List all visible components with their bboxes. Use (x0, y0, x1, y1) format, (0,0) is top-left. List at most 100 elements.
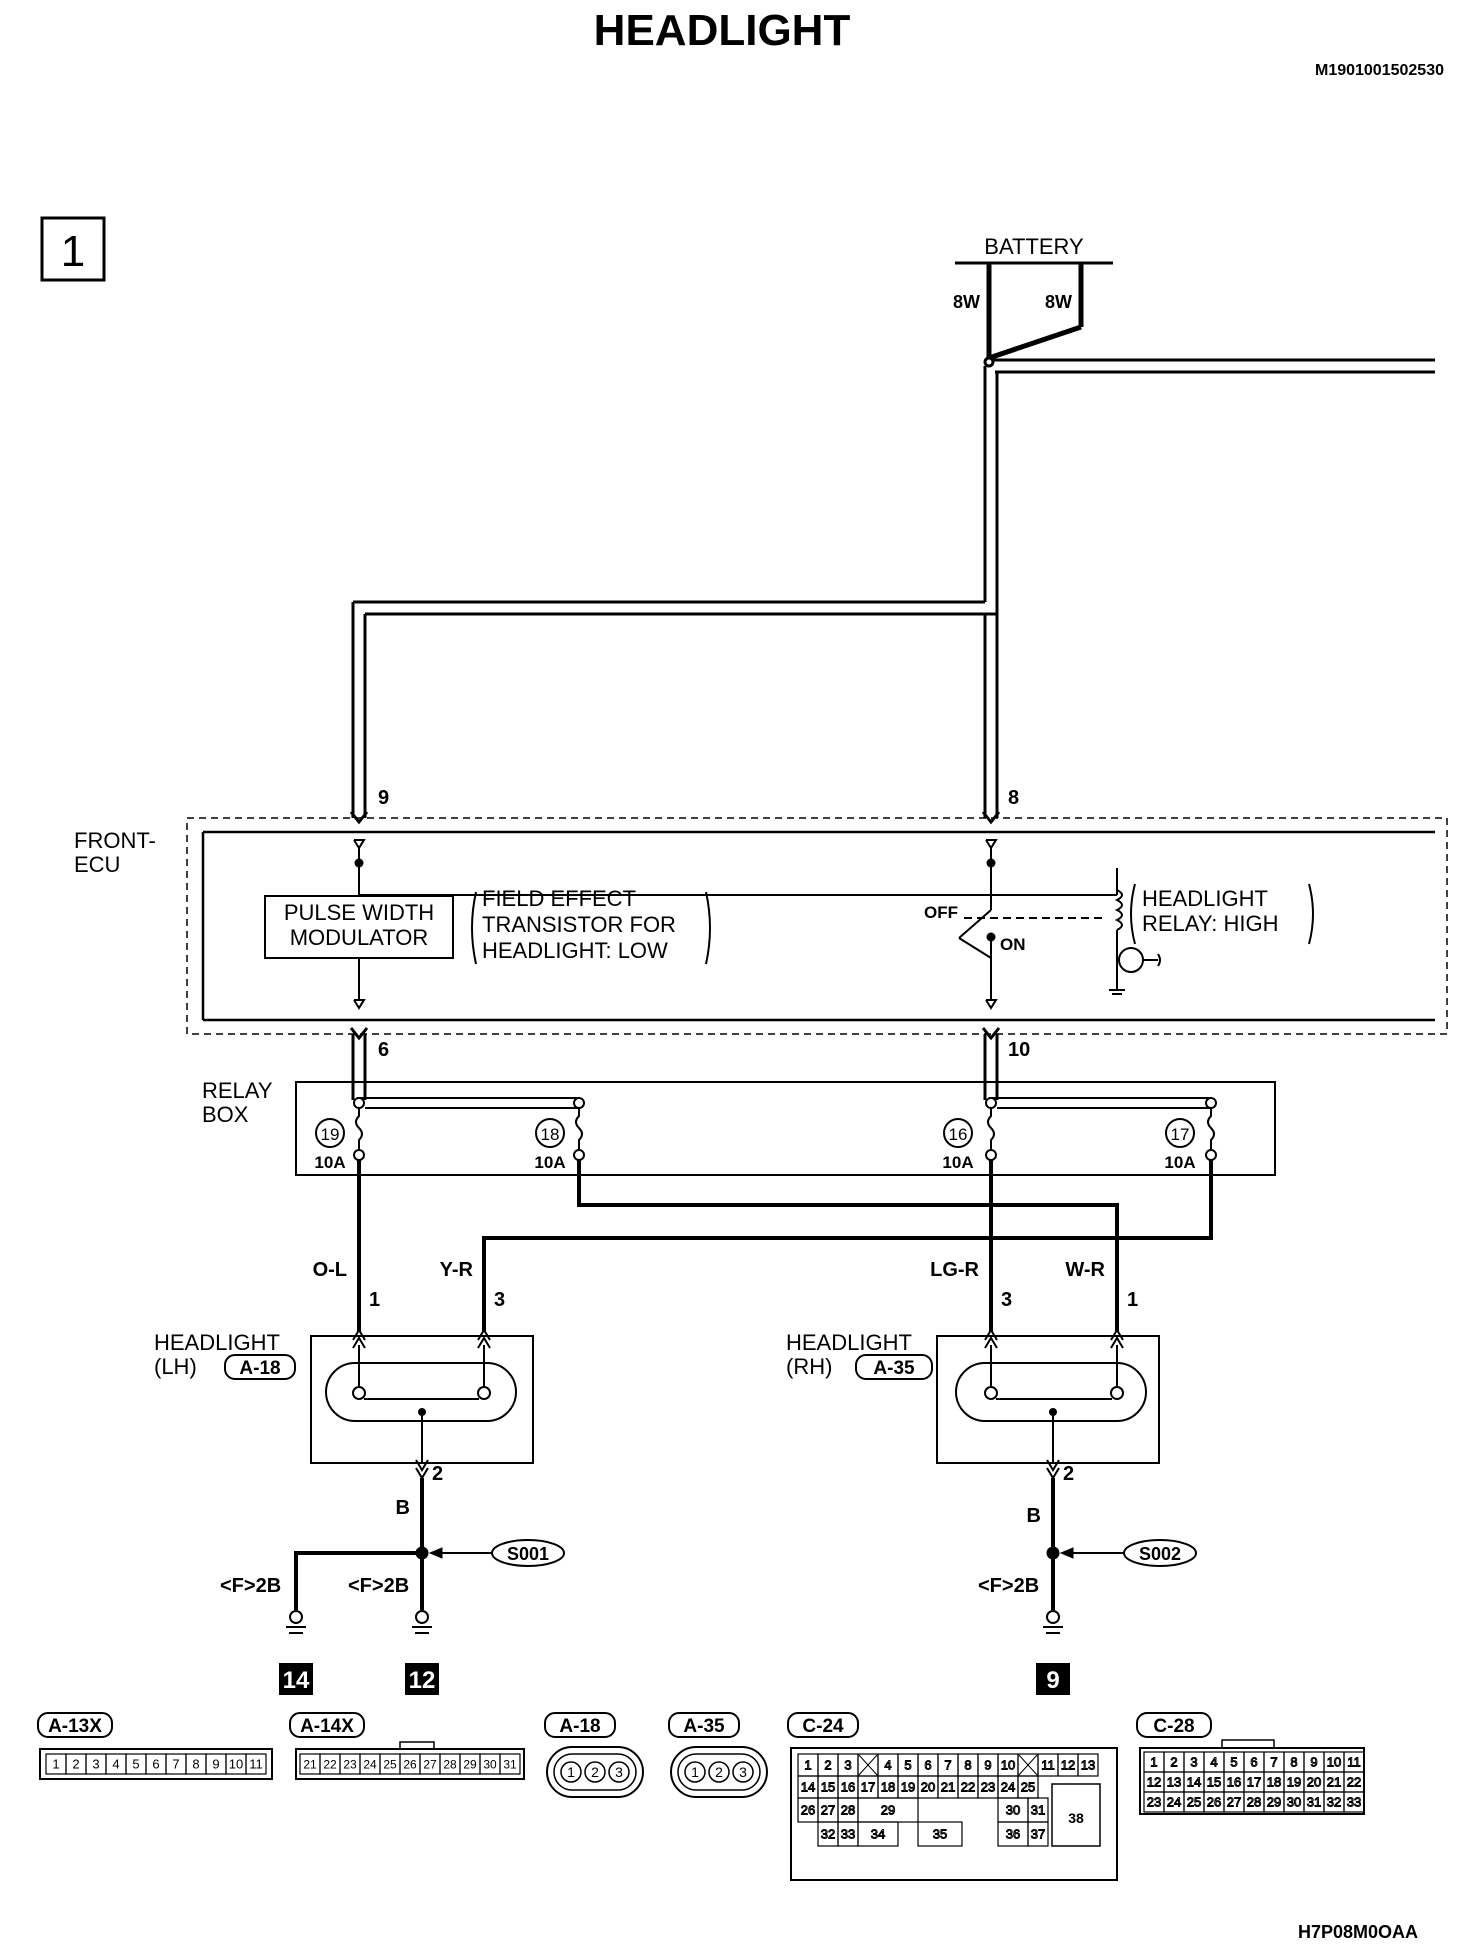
a13x-pin-7: 7 (165, 1753, 187, 1775)
c24-pin-10: 10 (997, 1753, 1019, 1777)
fuse-18-rating: 10A (534, 1153, 565, 1172)
c28-pin-21-label: 21 (1327, 1775, 1341, 1790)
connector-a18-label: A-18 (559, 1716, 600, 1737)
a14x-pin-24-label: 24 (363, 1757, 377, 1771)
c24-pin-36-label: 36 (1006, 1827, 1020, 1842)
c24-pin-1-label: 1 (804, 1758, 811, 1773)
c28-pin-20: 20 (1303, 1771, 1325, 1793)
c24-pin-23: 23 (977, 1775, 999, 1799)
splice-s002-label: S002 (1139, 1544, 1181, 1564)
a13x-pin-5: 5 (125, 1753, 147, 1775)
connector-tags (37, 1712, 1212, 1738)
c24-pin-14: 14 (797, 1775, 819, 1799)
a18-pin-1-label: 1 (567, 1764, 575, 1780)
a14x-pin-29-label: 29 (463, 1757, 477, 1771)
c24-pin-26: 26 (797, 1797, 819, 1823)
a13x-pin-7-label: 7 (172, 1757, 179, 1772)
a18-pin-2-label: 2 (591, 1764, 599, 1780)
c28-pin-29-label: 29 (1267, 1795, 1281, 1810)
ecu-pin-6: 6 (378, 1039, 389, 1061)
fuse-19-rating: 10A (314, 1153, 345, 1172)
a13x-pin-2-label: 2 (72, 1757, 79, 1772)
a14x-pin-21: 21 (299, 1753, 321, 1775)
a18-pin-3-label: 3 (615, 1764, 623, 1780)
c28-pin-9-label: 9 (1310, 1755, 1317, 1770)
rh-pin-1: 1 (1127, 1289, 1138, 1311)
c24-pin-13: 13 (1077, 1753, 1099, 1777)
c24-pin-18-label: 18 (881, 1780, 895, 1795)
relay-box-bus (315, 1097, 1217, 1161)
a13x-pin-10: 10 (225, 1753, 247, 1775)
pwm-label-2: MODULATOR (290, 925, 429, 950)
headlight-feed-wires (357, 1160, 1213, 1332)
c28-pin-13-label: 13 (1167, 1775, 1181, 1790)
front-ecu-label-1: FRONT- (74, 828, 156, 853)
c24-pin-3: 3 (837, 1753, 859, 1777)
c24-pin-12-label: 12 (1061, 1758, 1075, 1773)
a14x-pin-21-label: 21 (303, 1757, 317, 1771)
c28-pin-26: 26 (1203, 1791, 1225, 1813)
c24-pin-15: 15 (817, 1775, 839, 1799)
a13x-pin-4: 4 (105, 1753, 127, 1775)
c24-pin-16-label: 16 (841, 1780, 855, 1795)
c24-pin-2-label: 2 (824, 1758, 831, 1773)
c28-pin-10-label: 10 (1327, 1755, 1341, 1770)
c24-pin-20: 20 (917, 1775, 939, 1799)
c28-pin-3-label: 3 (1190, 1755, 1197, 1770)
c28-pin-5: 5 (1223, 1751, 1245, 1773)
a18-pin-1: 1 (560, 1761, 582, 1783)
c28-pin-25-label: 25 (1187, 1795, 1201, 1810)
c28-pin-26-label: 26 (1207, 1795, 1221, 1810)
c28-pin-28: 28 (1243, 1791, 1265, 1813)
a14x-pin-30: 30 (479, 1753, 501, 1775)
c28-pin-6-label: 6 (1250, 1755, 1257, 1770)
ecu-pin-9: 9 (378, 787, 389, 809)
c28-pin-27: 27 (1223, 1791, 1245, 1813)
c28-pin-19: 19 (1283, 1771, 1305, 1793)
c28-pin-17-label: 17 (1247, 1775, 1261, 1790)
c24-pin-33: 33 (837, 1821, 859, 1847)
c24-pin-30-label: 30 (1006, 1803, 1020, 1818)
c24-pin-34-label: 34 (871, 1827, 885, 1842)
c28-pin-9: 9 (1303, 1751, 1325, 1773)
c24-pin-31: 31 (1027, 1797, 1049, 1823)
a13x-pin-6: 6 (145, 1753, 167, 1775)
headlight-rh-connector-tag: A-35 (855, 1354, 933, 1380)
c24-pin-10-label: 10 (1001, 1758, 1015, 1773)
ground-ref-1: <F>2B (220, 1575, 281, 1597)
fuse-16-rating: 10A (942, 1153, 973, 1172)
lh-pin-1: 1 (369, 1289, 380, 1311)
c28-pin-19-label: 19 (1287, 1775, 1301, 1790)
a14x-pin-28: 28 (439, 1753, 461, 1775)
c24-pin-22: 22 (957, 1775, 979, 1799)
front-ecu-label-2: ECU (74, 852, 120, 877)
c28-pin-27-label: 27 (1227, 1795, 1241, 1810)
c28-pin-1: 1 (1143, 1751, 1165, 1773)
a14x-pin-31-label: 31 (503, 1757, 517, 1771)
headlight-lh-connector-tag: A-18 (224, 1354, 296, 1380)
a14x-pin-27: 27 (419, 1753, 441, 1775)
a13x-pin-3: 3 (85, 1753, 107, 1775)
a14x-pin-27-label: 27 (423, 1757, 437, 1771)
c24-pin-27-label: 27 (821, 1803, 835, 1818)
relay-box (295, 1081, 1276, 1176)
fet-label-3: HEADLIGHT: LOW (482, 938, 668, 963)
c24-pin-37-label: 37 (1031, 1827, 1045, 1842)
c28-pin-12-label: 12 (1147, 1775, 1161, 1790)
ground-ref-3: <F>2B (978, 1575, 1039, 1597)
a35-pin-1: 1 (684, 1761, 706, 1783)
c28-pin-31: 31 (1303, 1791, 1325, 1813)
switch-off-label: OFF (924, 903, 958, 922)
c28-pin-33: 33 (1343, 1791, 1365, 1813)
a13x-pin-11-label: 11 (249, 1757, 263, 1772)
c24-pin-8: 8 (957, 1753, 979, 1777)
c24-pin-11: 11 (1037, 1753, 1059, 1777)
wire-b-left: B (396, 1497, 410, 1519)
c24-pin-34: 34 (857, 1821, 899, 1847)
headlight-lh-label-2: (LH) (154, 1354, 197, 1379)
ground-point-12-label: 12 (409, 1667, 436, 1694)
c24-pin-28: 28 (837, 1797, 859, 1823)
battery-wire-left: 8W (953, 292, 980, 312)
c24-pin-14-label: 14 (801, 1780, 815, 1795)
c24-pin-29-label: 29 (881, 1803, 895, 1818)
